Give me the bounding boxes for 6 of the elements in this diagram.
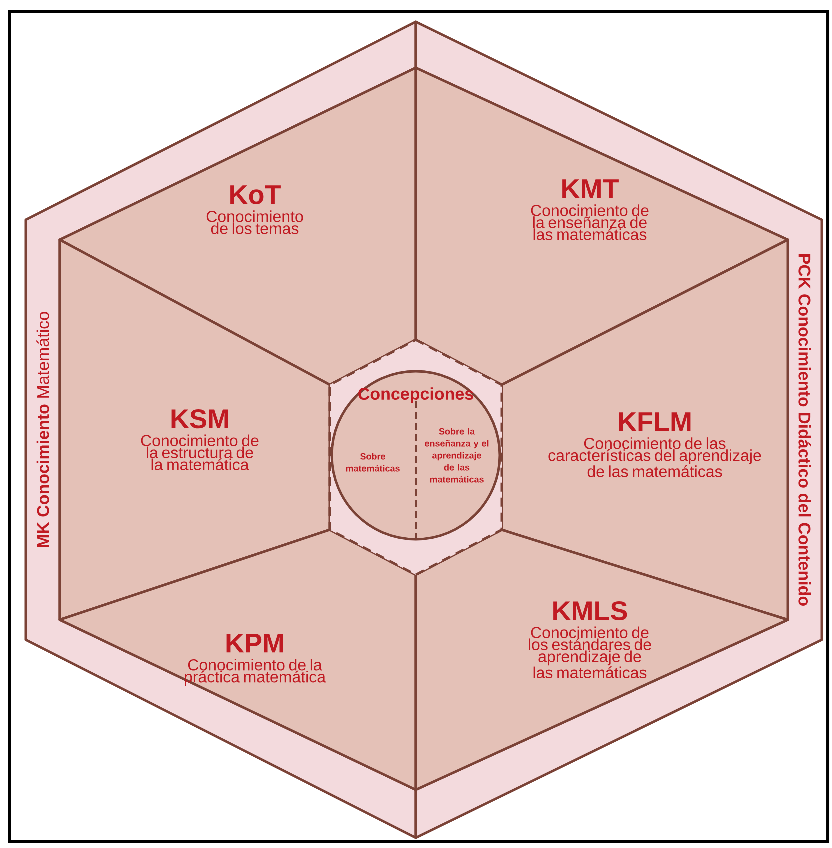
hexagon-sector: KMLS Conocimiento de los estándares de aprendizaje de las matemáticas [414, 528, 790, 792]
circle-text: Sobre la enseñanza y el aprendizaje de las matemáticas [425, 428, 489, 483]
hexagon-sector: KMT Conocimiento de la enseñanza de las matemáticas [414, 66, 790, 386]
circle-text: Sobre matemáticas [346, 453, 400, 472]
hexagon-sector: KoT Conocimiento de los temas [58, 66, 418, 386]
hexagon-sector: KPM Conocimiento de la práctica matemática [58, 528, 418, 792]
